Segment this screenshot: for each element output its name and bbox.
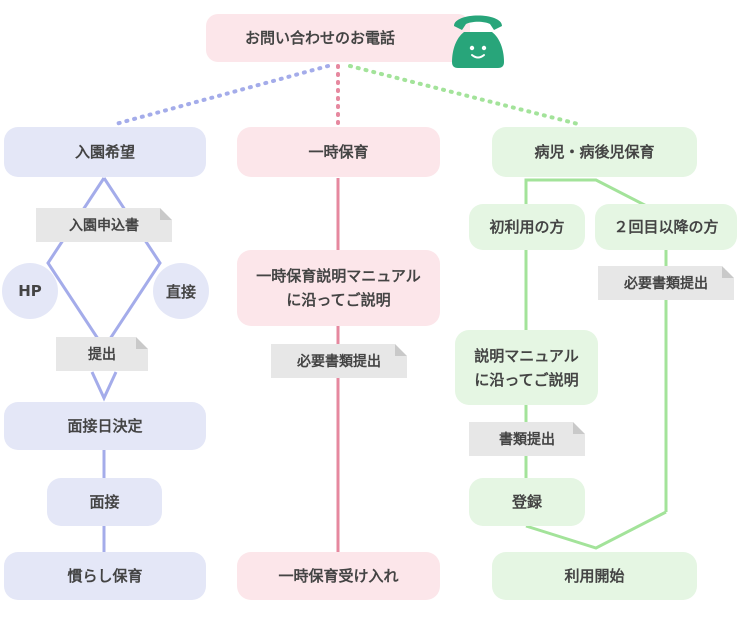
interview-date-step: 面接日決定 bbox=[4, 402, 206, 450]
enrollment-diamond bbox=[46, 177, 162, 351]
sick-final-step: 利用開始 bbox=[492, 552, 697, 600]
enrollment-arrowhead bbox=[90, 371, 118, 402]
temporary-required-docs: 必要書類提出 bbox=[271, 344, 407, 378]
temporary-explain-text: 一時保育説明マニュアル に沿ってご説明 bbox=[256, 267, 421, 309]
sick-explain-text: 説明マニュアル に沿ってご説明 bbox=[474, 346, 579, 389]
direct-option: 直接 bbox=[153, 263, 209, 319]
interview-step: 面接 bbox=[47, 478, 162, 526]
sick-explain-step: 説明マニュアル に沿ってご説明 bbox=[455, 330, 598, 405]
telephone-icon bbox=[452, 15, 504, 68]
dotted-line-sick bbox=[348, 64, 584, 127]
enrollment-final-step: 慣らし保育 bbox=[4, 552, 206, 600]
sick-papers-doc: 書類提出 bbox=[469, 422, 585, 456]
header-title-box: お問い合わせのお電話 bbox=[206, 14, 470, 62]
header-title: お問い合わせのお電話 bbox=[244, 29, 395, 47]
hp-option: HP bbox=[2, 263, 58, 319]
submit-doc: 提出 bbox=[56, 337, 148, 371]
repeat-user-step: ２回目以降の方 bbox=[595, 204, 737, 250]
temporary-final-step: 一時保育受け入れ bbox=[237, 552, 440, 600]
register-step: 登録 bbox=[469, 478, 585, 526]
application-form-doc: 入園申込書 bbox=[36, 208, 172, 242]
temporary-title: 一時保育 bbox=[237, 127, 440, 177]
sick-merge-line bbox=[525, 510, 667, 550]
sick-title: 病児・病後児保育 bbox=[492, 127, 697, 177]
first-time-step: 初利用の方 bbox=[469, 204, 585, 250]
temporary-explain-step: 一時保育説明マニュアル に沿ってご説明 bbox=[237, 250, 440, 326]
enrollment-title: 入園希望 bbox=[4, 127, 206, 177]
dotted-line-enrollment bbox=[110, 64, 330, 127]
sick-required-docs: 必要書類提出 bbox=[598, 266, 734, 300]
